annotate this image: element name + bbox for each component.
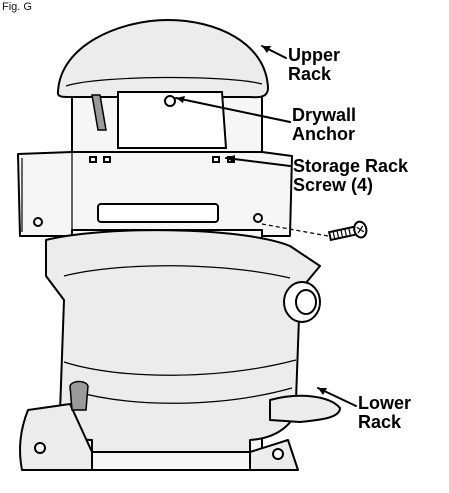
figure-label: Fig. G [2, 1, 32, 13]
lower-rack-label-line2: Rack [358, 412, 402, 432]
storage-rack-screw-label-line1: Storage Rack [293, 156, 409, 176]
drywall-anchor-callout: Drywall Anchor [292, 106, 356, 144]
upper-rack-callout: Upper Rack [288, 46, 340, 84]
upper-rack [56, 19, 269, 99]
mid-panel [17, 151, 293, 237]
slot [91, 94, 107, 131]
anchor-recess [117, 91, 228, 149]
lower-rack-callout: Lower Rack [358, 394, 411, 432]
storage-rack-screw [327, 220, 368, 242]
drywall-anchor-label-line1: Drywall [292, 105, 357, 125]
upper-rack-label-line1: Upper [288, 45, 341, 65]
lower-rack-label-line1: Lower [358, 393, 412, 413]
storage-rack-screw-label-line2: Screw (4) [293, 175, 374, 195]
lower-ledge [269, 394, 341, 423]
drywall-anchor-label-line2: Anchor [292, 124, 355, 144]
drywall-anchor-hole [164, 95, 176, 107]
upper-rack-label-line2: Rack [288, 64, 332, 84]
storage-rack-screw-callout: Storage Rack Screw (4) [293, 157, 408, 195]
